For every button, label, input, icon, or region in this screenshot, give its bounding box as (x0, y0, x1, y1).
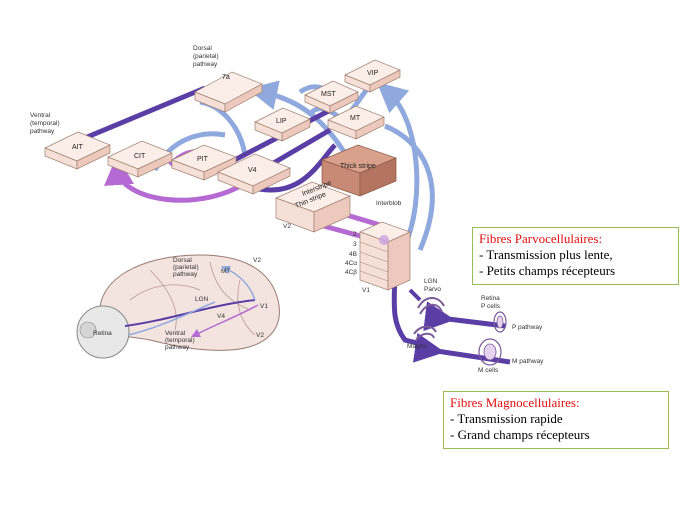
svg-text:(parietal): (parietal) (193, 53, 219, 60)
area-lip-label: LIP (276, 118, 287, 125)
brain-v1-label: V1 (260, 303, 268, 310)
m-cells-label: M cells (478, 367, 499, 374)
area-ait: AIT (44, 131, 111, 170)
brain-lgn-label: LGN (195, 296, 209, 303)
area-boxes: 7a VIP MST MT LIP (44, 59, 411, 294)
blue-path-v1-to-vip (376, 82, 420, 247)
parvo-callout-line-1: - Transmission plus lente, (479, 247, 613, 262)
area-cit-label: CIT (134, 153, 146, 160)
svg-text:Ventral: Ventral (30, 112, 51, 119)
brain-v2-top-label: V2 (253, 257, 261, 264)
brain-dorsal-label-0: Dorsal (173, 257, 192, 264)
violet-path-p-pathway (423, 301, 506, 332)
area-pit-label: PIT (197, 156, 209, 163)
brain-ventral-label-0: Ventral (165, 330, 186, 337)
magno-label: Magno (407, 343, 427, 350)
brain-ventral-label-1: (temporal) (165, 337, 195, 344)
area-mst: MST (304, 80, 359, 114)
v1-layer-4ca: 4Cα (345, 260, 357, 267)
lgn-structure: LGN Parvo Magno (407, 278, 445, 350)
brain-dorsal-label-2: pathway (173, 271, 198, 278)
ventral-pathway-label: Ventral (temporal) pathway (30, 112, 60, 135)
violet-path-lgn (408, 288, 422, 302)
v1-layer-3: 3 (353, 241, 357, 248)
area-pit: PIT (171, 144, 237, 181)
area-vip: VIP (344, 59, 401, 93)
eyeball-icon (76, 305, 130, 359)
magno-callout-line-2: - Grand champs récepteurs (450, 427, 590, 442)
area-v1-column: Interblob 2 3 4B 4Cα 4Cβ V1 (345, 200, 411, 294)
svg-text:pathway: pathway (30, 128, 55, 135)
area-v4-label: V4 (248, 167, 257, 174)
area-thick-stripe: Thick stripe (321, 144, 397, 197)
brain-ventral-label-2: pathway (165, 344, 190, 351)
area-mt: MT (327, 105, 385, 140)
brain-mt-label: MT (221, 268, 230, 275)
svg-text:(temporal): (temporal) (30, 120, 60, 127)
magno-fibers-callout: Fibres Magnocellulaires: - Transmission … (443, 391, 669, 449)
area-cit: CIT (107, 140, 173, 178)
dorsal-pathway-label: Dorsal (parietal) pathway (193, 45, 219, 68)
svg-text:pathway: pathway (193, 61, 218, 68)
area-mt-label: MT (350, 115, 361, 122)
violet-path-v4-mt (263, 127, 332, 171)
area-v2-stripes: Interstripe Thin stripe V2 (275, 180, 351, 233)
area-v4: V4 (217, 153, 291, 195)
area-v2-label: V2 (283, 223, 291, 230)
v1-layer-4cb: 4Cβ (345, 269, 357, 276)
area-ait-label: AIT (72, 144, 84, 151)
p-cells-label: P cells (481, 303, 501, 310)
retina-cells: Retina P cells P pathway M pathway M cel… (478, 295, 544, 374)
blue-path-v1-to-mt (384, 123, 435, 251)
lgn-label: LGN (424, 278, 438, 285)
brain-inset: Dorsal (parietal) pathway MT V2 LGN V1 V… (76, 254, 280, 359)
area-7a: 7a (194, 71, 263, 113)
retina-label: Retina (481, 295, 500, 302)
magenta-path-v4-cit (104, 155, 252, 203)
area-7a-label: 7a (222, 74, 230, 81)
brain-dorsal-label-1: (parietal) (173, 264, 199, 271)
brain-retina-label: Retina (93, 330, 112, 337)
parvo-callout-line-2: - Petits champs récepteurs (479, 263, 616, 278)
m-pathway-label: M pathway (512, 358, 544, 365)
svg-text:Dorsal: Dorsal (193, 45, 212, 52)
parvo-callout-title: Fibres Parvocellulaires: (479, 231, 603, 246)
brain-v2-bottom-label: V2 (256, 332, 264, 339)
area-lip: LIP (254, 107, 311, 142)
area-thick-stripe-label: Thick stripe (340, 163, 376, 170)
magno-callout-title: Fibres Magnocellulaires: (450, 395, 580, 410)
area-interblob-label: Interblob (376, 200, 402, 207)
magno-callout-line-1: - Transmission rapide (450, 411, 563, 426)
parvo-fibers-callout: Fibres Parvocellulaires: - Transmission … (472, 227, 679, 285)
v1-layer-4b: 4B (349, 251, 357, 258)
violet-path-m-pathway (412, 332, 511, 365)
violet-path-ait-7a (79, 85, 206, 143)
area-v1-label: V1 (362, 287, 370, 294)
p-pathway-label: P pathway (512, 324, 543, 331)
area-mst-label: MST (321, 91, 337, 98)
parvo-label: Parvo (424, 286, 441, 293)
v1-layer-2: 2 (353, 231, 357, 238)
brain-v4-label: V4 (217, 313, 225, 320)
area-vip-label: VIP (367, 70, 379, 77)
